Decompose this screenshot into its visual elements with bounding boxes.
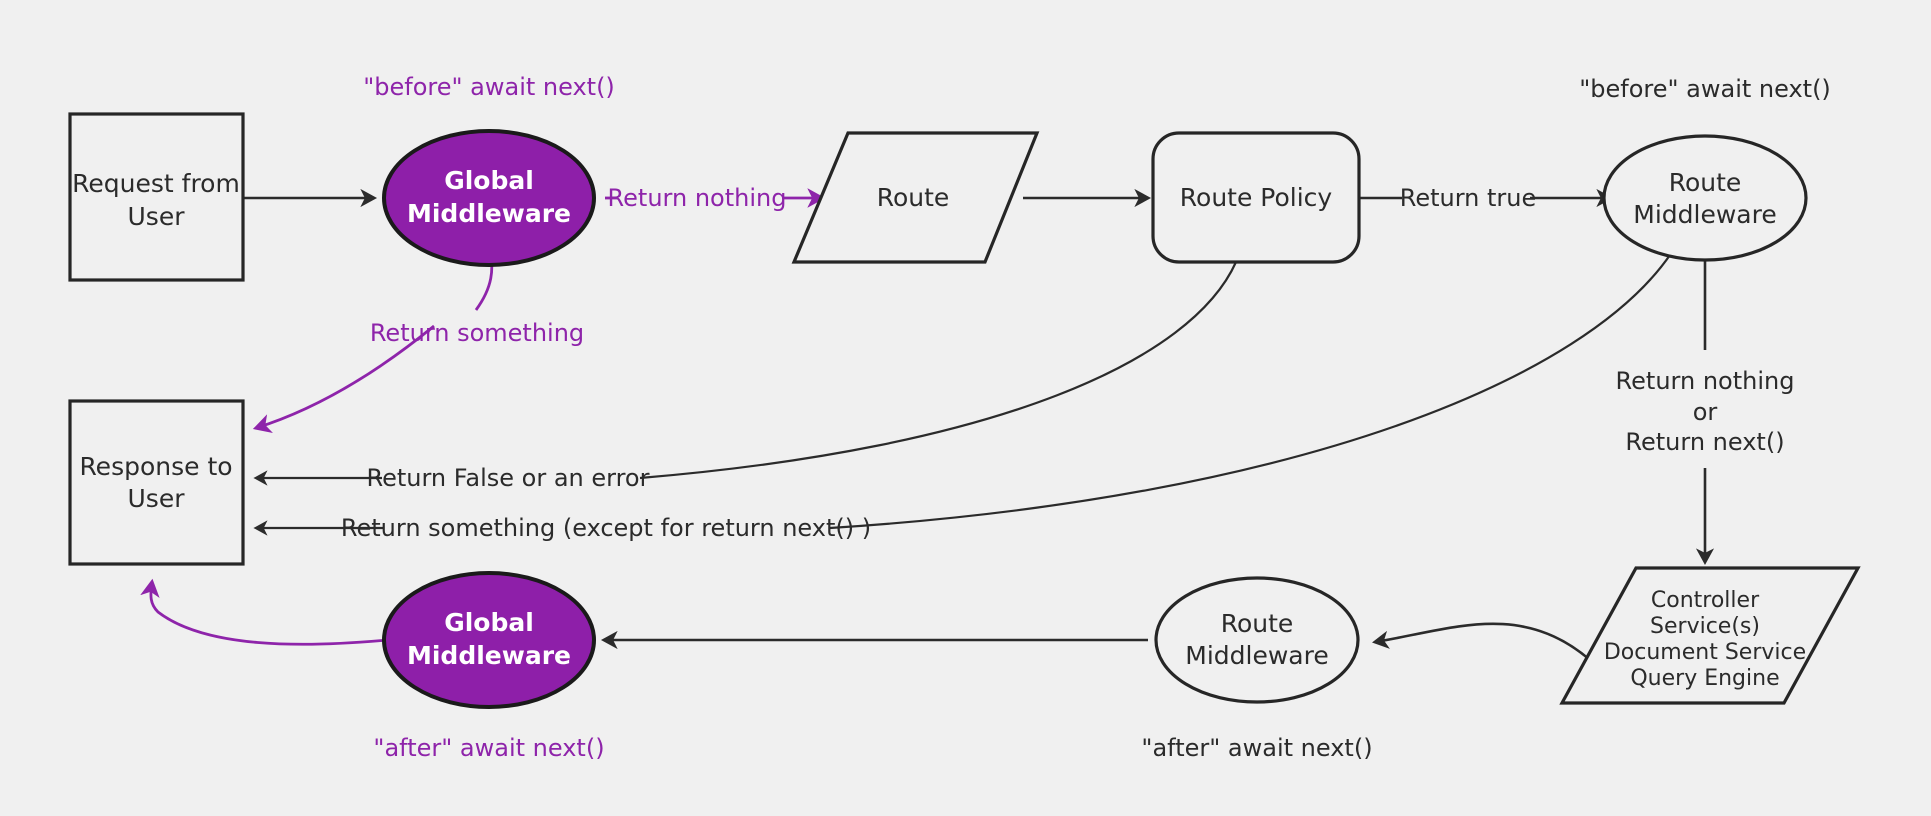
- controller-services-label-line2: Service(s): [1650, 614, 1760, 639]
- global-middleware-before-label-line1: Global: [444, 166, 534, 195]
- route-label: Route: [877, 183, 950, 212]
- edge-global-return-nothing: Return nothing: [605, 184, 826, 212]
- node-route[interactable]: Route: [791, 131, 1040, 264]
- route-middleware-before-label-line1: Route: [1669, 168, 1742, 197]
- node-global-middleware-after[interactable]: Global Middleware: [382, 571, 596, 709]
- edge-policy-return-true: Return true: [1359, 184, 1614, 212]
- node-controller-services[interactable]: Controller Service(s) Document Service Q…: [1559, 566, 1861, 705]
- node-route-middleware-before[interactable]: Route Middleware: [1602, 134, 1808, 262]
- route-middleware-after-label-line1: Route: [1221, 609, 1294, 638]
- edge-route-mw-to-controller: Return nothing or Return next(): [1616, 250, 1795, 566]
- global-middleware-before-label-line2: Middleware: [407, 199, 571, 228]
- annotation-after-global-middleware: "after" await next(): [373, 734, 604, 762]
- annotation-after-route-middleware: "after" await next(): [1141, 734, 1372, 762]
- edge-route-mw-return-something: Return something (except for return next…: [253, 251, 1673, 542]
- controller-services-label-line3: Document Service: [1604, 640, 1806, 665]
- route-middleware-before-label-line2: Middleware: [1633, 200, 1776, 229]
- global-middleware-after-label-line2: Middleware: [407, 641, 571, 670]
- route-policy-label: Route Policy: [1180, 183, 1333, 212]
- annotation-before-route-middleware: "before" await next(): [1579, 75, 1831, 103]
- node-response-to-user[interactable]: Response to User: [68, 399, 245, 566]
- edge-global-after-to-response: [140, 578, 389, 646]
- request-from-user-label-line1: Request from: [72, 169, 240, 198]
- controller-services-label-line4: Query Engine: [1630, 666, 1779, 691]
- controller-services-label-line1: Controller: [1651, 588, 1760, 613]
- edge-global-return-something: Return something: [252, 242, 584, 433]
- edge-controller-to-route-mw-after: [1372, 622, 1591, 661]
- edge-label-return-nothing-l2: or: [1693, 398, 1718, 426]
- edge-label-return-false: Return False or an error: [367, 464, 650, 492]
- request-from-user-label-line2: User: [128, 202, 186, 231]
- node-global-middleware-before[interactable]: Global Middleware: [382, 129, 596, 267]
- route-middleware-after-label-line2: Middleware: [1185, 641, 1328, 670]
- edge-label-return-nothing-l1: Return nothing: [1616, 367, 1795, 395]
- edge-label-return-true: Return true: [1400, 184, 1537, 212]
- annotation-before-global-middleware: "before" await next(): [363, 73, 615, 101]
- response-to-user-label-line1: Response to: [79, 452, 232, 481]
- edge-label-return-nothing-l3: Return next(): [1625, 428, 1784, 456]
- edge-policy-return-false: Return False or an error: [253, 261, 1238, 492]
- node-route-middleware-after[interactable]: Route Middleware: [1154, 576, 1360, 704]
- global-middleware-after-label-line1: Global: [444, 608, 534, 637]
- node-request-from-user[interactable]: Request from User: [68, 112, 245, 282]
- response-to-user-label-line2: User: [128, 484, 186, 513]
- node-route-policy[interactable]: Route Policy: [1151, 131, 1361, 264]
- edge-label-return-nothing: Return nothing: [608, 184, 787, 212]
- edge-label-return-something-except: Return something (except for return next…: [341, 514, 871, 542]
- edge-label-return-something: Return something: [370, 319, 584, 347]
